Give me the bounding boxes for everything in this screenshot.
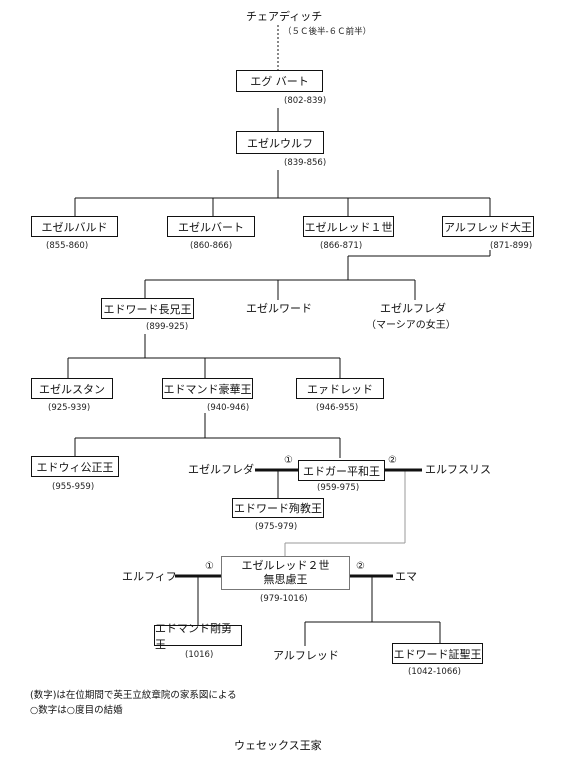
person-edward-martyr-box: エドワード殉教王 [232,498,324,518]
person-aethelstan-name: エゼルスタン [39,382,105,396]
person-egbert-dates: (802-839) [284,96,327,106]
person-eadwig-dates: (955-959) [52,482,95,492]
person-edmund1-name: エドマンド豪華王 [163,382,252,396]
person-alfred-name: アルフレッド大王 [444,220,532,234]
person-aethelred2-name: エゼルレッド２世 [241,559,330,572]
person-aethelwulf-name: エゼルウルフ [247,136,313,150]
person-edmund1-box: エドマンド豪華王 [162,378,253,399]
person-cerdic-name: チェアディッチ [246,10,323,23]
person-aethelbald-dates: (855-860) [46,241,89,251]
diagram-title: ウェセックス王家 [234,739,322,752]
person-edmund2-name: エドマンド剛勇王 [155,621,232,651]
person-edward-elder-box: エドワード長兄王 [101,298,194,319]
person-edgar-name: エドガー平和王 [303,464,380,478]
person-edward-elder-name: エドワード長兄王 [103,302,192,316]
person-aethelwulf-dates: (839-856) [284,158,327,168]
person-egbert-box: エグ バート [236,70,323,92]
person-aelfthryth-name: エルフスリス [425,463,491,476]
person-aethelberht-box: エゼルバート [167,216,255,237]
person-aethelred1-box: エゼルレッド１世 [303,216,394,237]
person-edward-confessor-name: エドワード証聖王 [393,647,482,661]
person-edmund2-dates: (1016) [185,650,214,660]
person-edward-martyr-dates: (975-979) [255,522,298,532]
person-edward-confessor-dates: (1042-1066) [408,667,461,677]
person-aethelstan-dates: (925-939) [48,403,91,413]
legend-note-dates: (数字)は在位期間で英王立紋章院の家系図による [30,690,237,701]
person-aethelstan-box: エゼルスタン [31,378,113,399]
person-emma-name: エマ [395,570,417,583]
person-edward-elder-dates: (899-925) [146,322,189,332]
person-aethelflaed-mercia-name: エゼルフレダ [380,302,446,315]
person-eadwig-name: エドウィ公正王 [36,460,114,474]
person-aethelred1-name: エゼルレッド１世 [304,220,393,234]
person-eadred-dates: (946-955) [316,403,359,413]
person-edmund2-box: エドマンド剛勇王 [154,622,242,651]
legend-note-marriages: ○数字は○度目の結婚 [30,705,123,716]
person-aethelweard-name: エゼルワード [246,302,312,315]
person-edgar-dates: (959-975) [317,483,360,493]
marriage-mark-aethelred2-1: ① [205,561,214,572]
person-aethelberht-name: エゼルバート [178,220,244,234]
person-aethelred2-dates: (979-1016) [260,594,308,604]
person-aethelbald-name: エゼルバルド [41,220,108,234]
marriage-mark-aethelred2-2: ② [356,561,365,572]
person-egbert-name: エグ バート [250,75,309,88]
person-aethelred2-epithet: 無思慮王 [263,573,308,586]
person-eadwig-box: エドウィ公正王 [31,456,119,477]
person-eadred-box: エァドレッド [296,378,384,399]
person-aethelflaed-mercia-subtitle: （マーシアの女王） [366,320,456,331]
person-aethelbald-box: エゼルバルド [31,216,118,237]
person-edward-martyr-name: エドワード殉教王 [234,502,322,515]
person-edward-confessor-box: エドワード証聖王 [392,643,483,664]
person-aelfgifu-name: エルフィフ [122,570,177,583]
person-eadred-name: エァドレッド [307,382,373,396]
person-alfred-aetheling-name: アルフレッド [273,649,339,662]
person-aethelred1-dates: (866-871) [320,241,363,251]
marriage-mark-edgar-1: ① [284,455,293,466]
person-alfred-box: アルフレッド大王 [442,216,534,237]
person-edmund1-dates: (940-946) [207,403,250,413]
marriage-mark-edgar-2: ② [388,455,397,466]
person-edgar-box: エドガー平和王 [298,460,385,481]
person-aethelred2-box: エゼルレッド２世 無思慮王 [221,556,350,590]
person-aethelwulf-box: エゼルウルフ [236,131,324,154]
person-alfred-dates: (871-899) [490,241,533,251]
person-aethelberht-dates: (860-866) [190,241,233,251]
person-aethelflaed-wife-name: エゼルフレダ [188,463,254,476]
person-cerdic-dates: （５Ｃ後半-６Ｃ前半） [283,27,372,37]
